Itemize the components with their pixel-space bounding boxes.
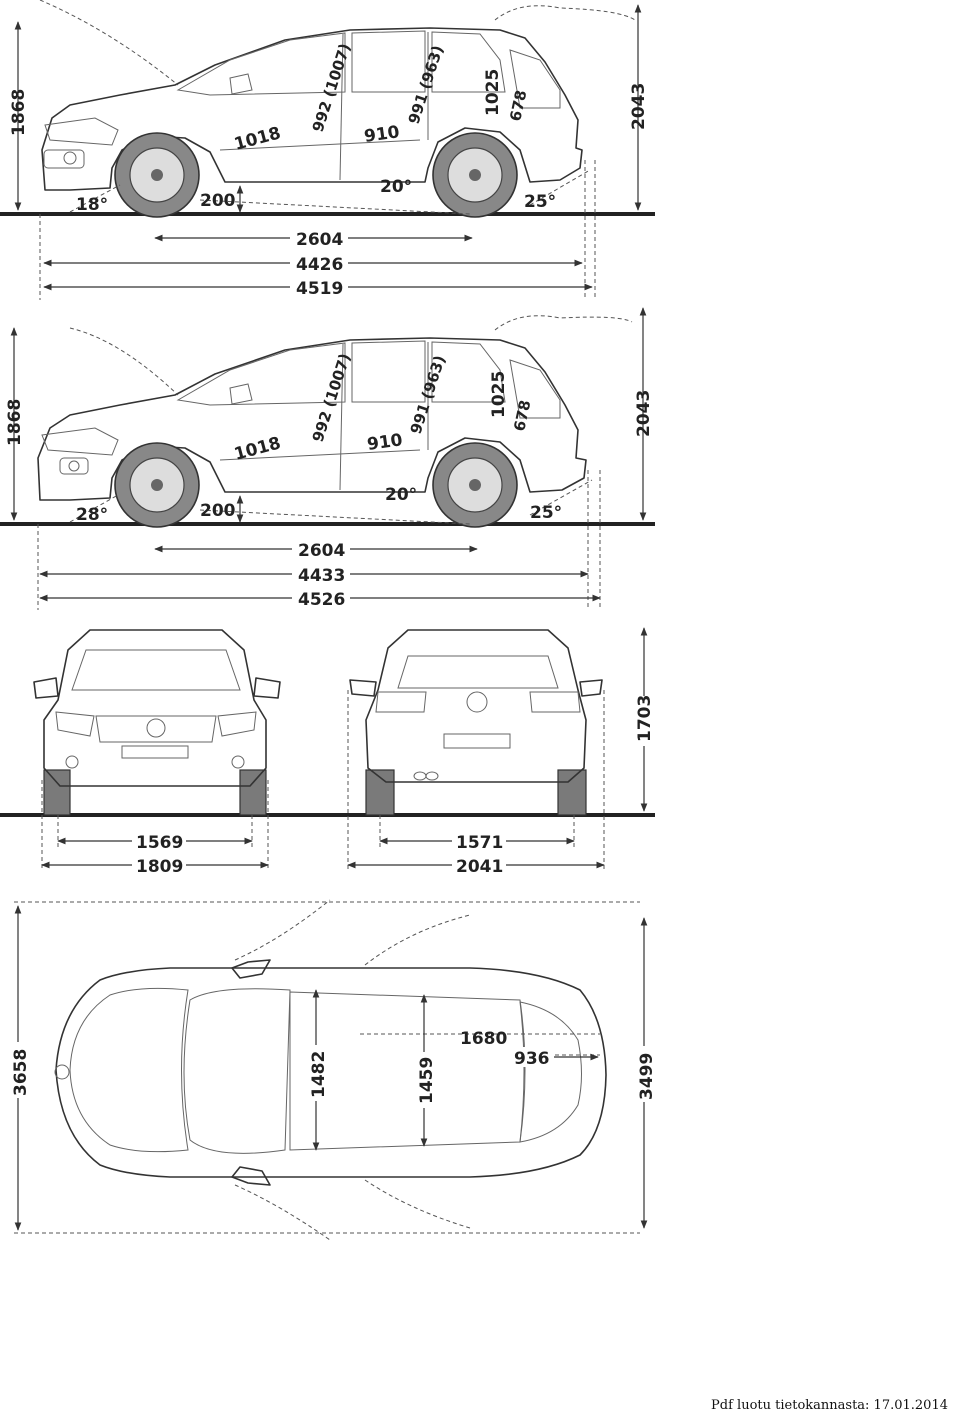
car-body-rear xyxy=(365,629,587,783)
car-body-top xyxy=(55,967,607,1178)
car-body-front xyxy=(43,629,267,787)
tailgate-height-label: 1025 xyxy=(483,69,503,116)
ground-clearance-label: 200 xyxy=(200,191,236,211)
side-view-1: 1868 2043 18° 200 20° 25° 1018 992 (1007… xyxy=(0,0,655,300)
front-view: 1569 1809 xyxy=(0,629,655,877)
footer-text: Pdf luotu tietokannasta: 17.01.2014 xyxy=(711,1398,948,1413)
rear-legroom-label: 910 xyxy=(363,122,401,147)
rear-shoulder-label: 1459 xyxy=(417,1057,437,1104)
length-towbar-label: 4519 xyxy=(296,279,343,299)
interior-length-label: 3658 xyxy=(11,1049,31,1096)
height-label: 1868 xyxy=(9,89,29,136)
overall-length-label: 3499 xyxy=(637,1053,657,1100)
total-height-label: 2043 xyxy=(629,83,649,130)
front-legroom-label: 1018 xyxy=(232,433,283,465)
height-label: 1868 xyxy=(5,399,25,446)
ramp-angle-label: 20° xyxy=(385,485,417,505)
brand-logo-rear xyxy=(466,691,488,713)
length-label: 4426 xyxy=(296,255,343,275)
departure-angle-label: 25° xyxy=(524,192,556,212)
rear-headroom-label: 991 (963) xyxy=(405,43,447,126)
departure-angle-label: 25° xyxy=(530,503,562,523)
ramp-angle-label: 20° xyxy=(380,177,412,197)
brand-logo-top xyxy=(54,1064,70,1080)
front-headroom-label: 992 (1007) xyxy=(309,41,355,134)
rear-width-label: 2041 xyxy=(456,857,503,877)
load-sill-label: 678 xyxy=(510,398,534,432)
wheelbase-label: 2604 xyxy=(296,230,343,250)
rear-height-label: 1703 xyxy=(635,695,655,742)
rear-legroom-label: 910 xyxy=(366,430,404,455)
brand-logo-front xyxy=(146,718,166,738)
load-length-label: 1680 xyxy=(460,1029,507,1049)
front-headroom-label: 992 (1007) xyxy=(309,351,355,444)
length-towbar-label: 4526 xyxy=(298,590,345,610)
wheelbase-label: 2604 xyxy=(298,541,345,561)
front-width-label: 1809 xyxy=(136,857,183,877)
load-sill-label: 678 xyxy=(506,88,530,122)
rear-view: 1703 1571 2041 xyxy=(347,627,655,877)
ground-clearance-label: 200 xyxy=(200,501,236,521)
rear-headroom-label: 991 (963) xyxy=(407,353,449,436)
top-view: 3658 1482 1459 1680 936 3499 xyxy=(8,899,657,1241)
load-width-label: 936 xyxy=(514,1049,550,1069)
approach-angle-label: 18° xyxy=(76,195,108,215)
front-legroom-label: 1018 xyxy=(232,123,283,155)
approach-angle-label: 28° xyxy=(76,505,108,525)
rear-track-label: 1571 xyxy=(456,833,503,853)
total-height-label: 2043 xyxy=(634,390,654,437)
side-view-2: 1868 2043 28° 200 20° 25° 1018 992 (1007… xyxy=(0,307,655,610)
length-label: 4433 xyxy=(298,566,345,586)
front-shoulder-label: 1482 xyxy=(309,1051,329,1098)
tailgate-height-label: 1025 xyxy=(489,371,509,418)
front-track-label: 1569 xyxy=(136,833,183,853)
